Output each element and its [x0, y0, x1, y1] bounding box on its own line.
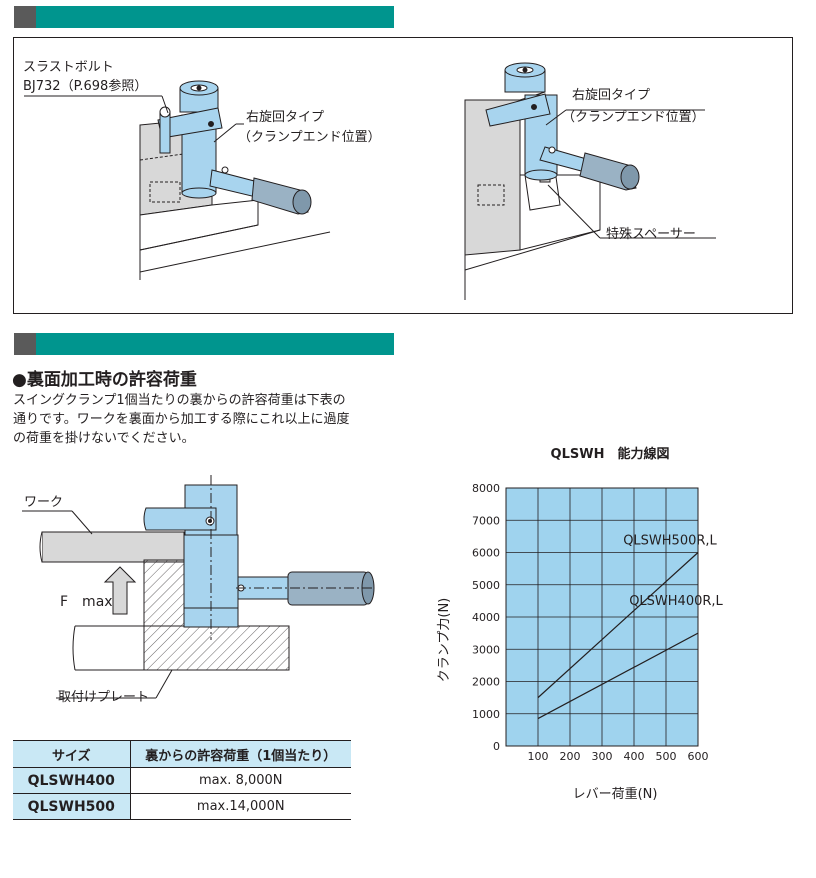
chart-y-axis-label: クランプ力(N): [437, 598, 452, 682]
mounting-plate-label: 取付けプレート: [58, 690, 150, 705]
section-heading: ●裏面加工時の許容荷重: [12, 370, 197, 390]
work-label: ワーク: [24, 495, 64, 510]
chart-y-tick-label: 1000: [472, 708, 500, 721]
left-type-position-label: （クランプエンド位置）: [238, 130, 381, 145]
header-bar-accent-bottom: [14, 333, 36, 355]
table-header-load: 裏からの許容荷重（1個当たり）: [130, 740, 351, 768]
chart-x-axis-label: レバー荷重(N): [573, 786, 658, 802]
installation-frame: [13, 37, 793, 314]
paragraph-line-2: 通りです。ワークを裏面から加工する際にこれ以上に過度: [13, 412, 350, 427]
thrust-bolt-ref-label: BJ732（P.698参照）: [23, 79, 148, 94]
chart-y-tick-label: 3000: [472, 643, 500, 656]
table-cell-load: max.14,000N: [130, 793, 351, 820]
chart-y-tick-label: 2000: [472, 676, 500, 689]
chart-y-tick-label: 6000: [472, 547, 500, 560]
allowable-load-table: サイズ 裏からの許容荷重（1個当たり） QLSWH400 max. 8,000N…: [13, 740, 351, 820]
table-cell-size: QLSWH500: [13, 793, 131, 820]
chart-x-tick-label: 200: [560, 750, 581, 763]
force-max-label: F max: [60, 594, 113, 610]
chart-series-label: QLSWH400R,L: [629, 594, 723, 609]
chart-y-tick-label: 7000: [472, 514, 500, 527]
chart-x-tick-label: 400: [624, 750, 645, 763]
installation-illustration: [24, 62, 716, 300]
chart-x-tick-label: 500: [656, 750, 677, 763]
chart-x-tick-label: 600: [688, 750, 709, 763]
header-bar-accent-top: [14, 6, 36, 28]
header-bar-bottom: [36, 333, 394, 355]
table-header-row: サイズ 裏からの許容荷重（1個当たり）: [13, 740, 351, 768]
right-type-position-label: （クランプエンド位置）: [562, 110, 705, 125]
table-row: QLSWH400 max. 8,000N: [13, 767, 351, 794]
left-type-label: 右旋回タイプ: [246, 110, 325, 125]
section-paragraph: スイングクランプ1個当たりの裏からの許容荷重は下表の 通りです。ワークを裏面から…: [13, 391, 349, 448]
table-header-size: サイズ: [13, 740, 131, 768]
capacity-chart: QLSWH 能力線図 レバー荷重(N) クランプ力(N) 100 200 300 40…: [437, 446, 724, 802]
chart-y-tick-label: 5000: [472, 579, 500, 592]
chart-y-tick-label: 4000: [472, 611, 500, 624]
chart-series-line: [537, 632, 699, 720]
chart-series-label: QLSWH500R,L: [623, 534, 717, 549]
chart-y-tick-label: 8000: [472, 482, 500, 495]
special-spacer-label: 特殊スペーサー: [606, 227, 696, 242]
header-bar-top: [36, 6, 394, 28]
paragraph-line-1: スイングクランプ1個当たりの裏からの許容荷重は下表の: [13, 393, 346, 408]
table-row: QLSWH500 max.14,000N: [13, 793, 351, 820]
chart-x-tick-label: 300: [592, 750, 613, 763]
right-type-label: 右旋回タイプ: [572, 88, 651, 103]
chart-x-tick-label: 100: [528, 750, 549, 763]
table-cell-load: max. 8,000N: [130, 767, 351, 794]
back-load-diagram: [22, 475, 375, 699]
chart-series-line: [537, 552, 699, 699]
chart-y-tick-label: 0: [493, 740, 500, 753]
table-cell-size: QLSWH400: [13, 767, 131, 794]
thrust-bolt-label: スラストボルト: [23, 60, 114, 75]
chart-title: QLSWH 能力線図: [551, 446, 670, 462]
paragraph-line-3: の荷重を掛けないでください。: [13, 431, 195, 446]
